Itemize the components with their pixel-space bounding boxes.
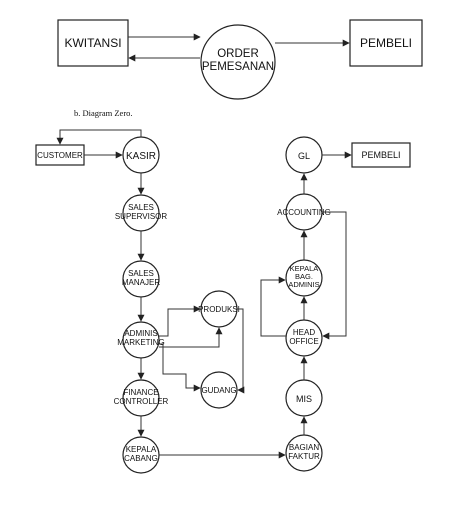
pembeli-label-top: PEMBELI bbox=[360, 36, 412, 50]
mis-label: MIS bbox=[296, 394, 312, 404]
customer-label: CUSTOMER bbox=[37, 151, 83, 160]
kwitansi-entity bbox=[57, 19, 129, 67]
kepala-bag-adminis-label-2: BAG. bbox=[295, 272, 313, 281]
gudang-process bbox=[200, 371, 238, 409]
kepala-cabang-label-1: KEPALA bbox=[126, 445, 157, 454]
pembeli-entity-zero bbox=[351, 142, 411, 168]
edge-produksi-to-gudang bbox=[237, 308, 245, 394]
pembeli-entity-top bbox=[349, 19, 423, 67]
edge-adminis-marketing-to-produksi-2 bbox=[159, 327, 223, 348]
gl-label: GL bbox=[298, 151, 310, 161]
order-pemesanan-process bbox=[200, 24, 276, 100]
zero-diagram: CUSTOMER KASIR SALES SUPERVISOR SALES MA… bbox=[35, 129, 411, 474]
bagian-faktur-label-1: BAGIAN bbox=[289, 443, 319, 452]
kepala-cabang-label-2: CABANG bbox=[124, 454, 158, 463]
edge-adminis-marketing-to-gudang bbox=[159, 343, 201, 392]
finance-controller-label-1: FINANCE bbox=[123, 388, 158, 397]
edge-adminis-marketing-to-produksi bbox=[159, 305, 201, 337]
edge-head-office-to-kepala-bag-adminis-loop bbox=[260, 276, 286, 337]
gudang-label: GUDANG bbox=[201, 386, 236, 395]
head-office-label-1: HEAD bbox=[293, 328, 315, 337]
kwitansi-label: KWITANSI bbox=[64, 36, 121, 50]
adminis-marketing-label-1: ADMINIS bbox=[124, 329, 157, 338]
accounting-label: ACCOUNTING bbox=[277, 208, 331, 217]
kasir-label: KASIR bbox=[126, 151, 156, 162]
pembeli-label-zero: PEMBELI bbox=[361, 150, 400, 160]
kepala-bag-adminis-label-3: ADMINIS bbox=[288, 280, 319, 289]
order-pemesanan-label-2: PEMESANAN bbox=[202, 61, 274, 73]
adminis-marketing-label-2: MARKETING bbox=[117, 338, 165, 347]
bagian-faktur-label-2: FAKTUR bbox=[288, 452, 320, 461]
kepala-bag-adminis-label-1: KEPALA bbox=[290, 264, 319, 273]
finance-controller-label-2: CONTROLLER bbox=[114, 397, 169, 406]
produksi-label: PRODUKSI bbox=[198, 305, 240, 314]
context-diagram: KWITANSI ORDER PEMESANAN PEMBELI bbox=[57, 19, 423, 100]
diagram-caption: b. Diagram Zero. bbox=[74, 108, 133, 118]
edge-kasir-to-customer bbox=[56, 129, 142, 145]
edge-accounting-to-head-office-loop bbox=[322, 211, 347, 340]
sales-manajer-label-2: MANAJER bbox=[122, 278, 160, 287]
order-pemesanan-label-1: ORDER bbox=[217, 48, 259, 60]
head-office-label-2: OFFICE bbox=[289, 337, 318, 346]
sales-supervisor-label-1: SALES bbox=[128, 203, 154, 212]
sales-manajer-label-1: SALES bbox=[128, 269, 154, 278]
sales-supervisor-label-2: SUPERVISOR bbox=[115, 212, 168, 221]
